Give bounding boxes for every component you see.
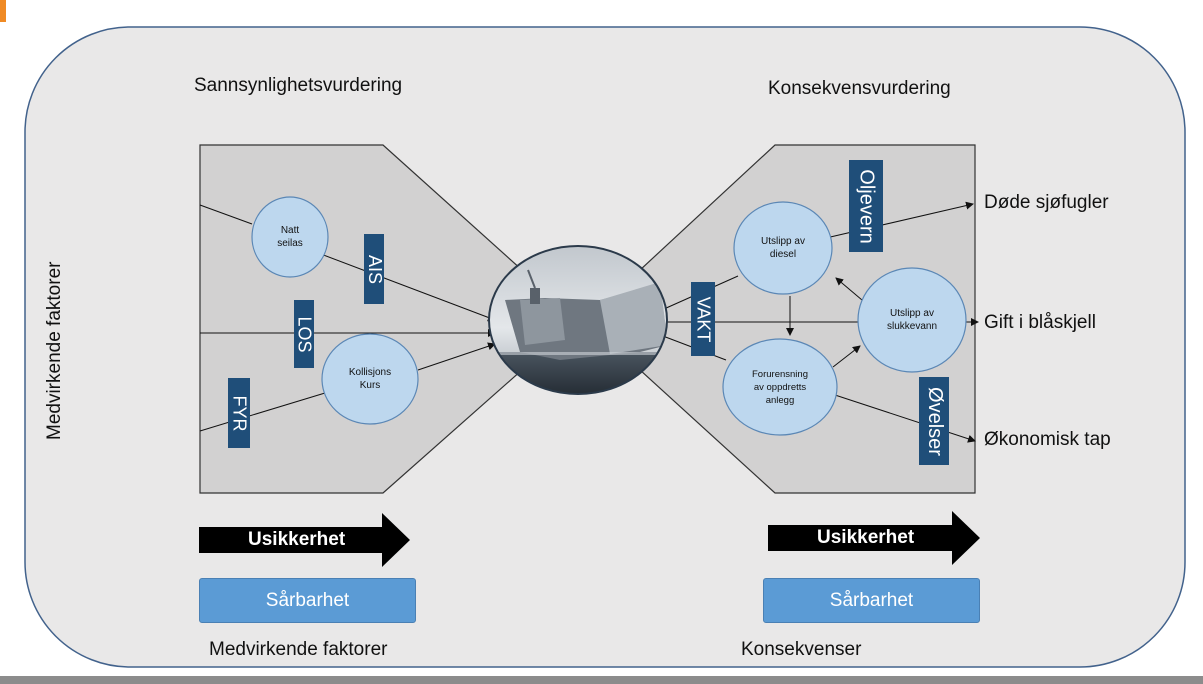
bottom-bar xyxy=(0,676,1203,684)
barrier-oljevern: Oljevern xyxy=(849,160,883,252)
node-utslipp-slukkevann xyxy=(857,267,967,373)
footer-medvirkende: Medvirkende faktorer xyxy=(209,639,388,660)
barrier-vakt: VAKT xyxy=(691,282,715,356)
node-label-kollisjon: Kollisjons Kurs xyxy=(348,367,392,391)
node-label-diesel: Utslipp av diesel xyxy=(761,236,805,260)
barrier-ovelser: Øvelser xyxy=(919,377,949,465)
barrier-fyr: FYR xyxy=(228,378,250,448)
barrier-ovelser-label: Øvelser xyxy=(923,386,946,456)
usikkerhet-label-left: Usikkerhet xyxy=(248,529,346,550)
node-forurensning xyxy=(722,338,838,436)
outcome-gift-blaskjell: Gift i blåskjell xyxy=(984,312,1096,333)
heading-konsekvens: Konsekvensvurdering xyxy=(768,78,951,99)
barrier-oljevern-label: Oljevern xyxy=(855,168,878,244)
barrier-ais-label: AIS xyxy=(364,254,385,284)
barrier-fyr-label: FYR xyxy=(229,395,250,431)
slide-accent-mark xyxy=(0,0,6,22)
node-utslipp-diesel xyxy=(733,201,833,295)
node-kollisjons-kurs xyxy=(321,333,419,425)
node-label-slukkevann: Utslipp av slukkevann xyxy=(886,308,938,332)
outcome-okonomisk-tap: Økonomisk tap xyxy=(984,429,1111,450)
usikkerhet-label-right: Usikkerhet xyxy=(817,527,915,548)
usikkerhet-arrow-right xyxy=(768,511,980,565)
side-label-medvirkende: Medvirkende faktorer xyxy=(44,261,65,440)
barrier-los-label: LOS xyxy=(294,315,315,353)
node-natt-seilas xyxy=(251,196,329,278)
left-connectors xyxy=(199,204,496,432)
usikkerhet-arrow-left xyxy=(199,513,410,567)
outcome-dode-sjofugler: Døde sjøfugler xyxy=(984,192,1109,213)
sarbarhet-box-left: Sårbarhet xyxy=(199,578,416,623)
barrier-los: LOS xyxy=(294,300,315,368)
capsized-ship-icon xyxy=(488,245,668,395)
node-label-natt: Natt seilas xyxy=(277,225,303,249)
footer-konsekvenser: Konsekvenser xyxy=(741,639,862,660)
heading-sannsynlighet: Sannsynlighetsvurdering xyxy=(194,75,403,96)
barrier-ais: AIS xyxy=(364,234,385,304)
node-label-forurensning: Forurensning av oppdretts anlegg xyxy=(752,368,808,406)
barrier-vakt-label: VAKT xyxy=(693,296,714,342)
sarbarhet-box-right: Sårbarhet xyxy=(763,578,980,623)
